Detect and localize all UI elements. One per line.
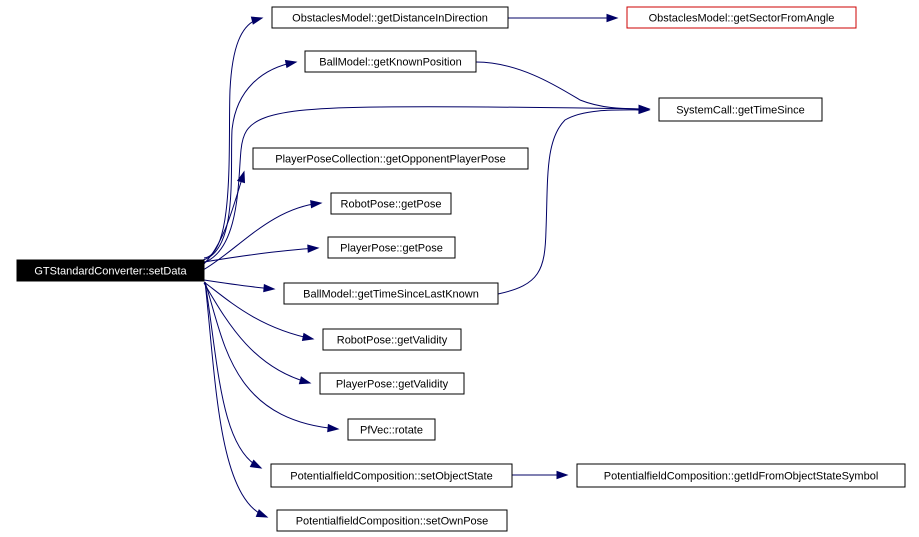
edge-line [203, 247, 319, 263]
node-label: PlayerPose::getPose [340, 243, 443, 255]
edge-line [203, 279, 275, 290]
node-box[interactable] [322, 328, 462, 351]
edge-pfc_objstate-to-pfc_symbol [511, 470, 569, 480]
edge-arrowhead [263, 283, 276, 293]
edge-arrowhead [301, 332, 315, 341]
node-box[interactable] [16, 259, 205, 282]
edge-arrowhead [236, 170, 246, 184]
node-player-valid[interactable]: PlayerPose::getValidity [319, 372, 465, 395]
node-ball-last[interactable]: BallModel::getTimeSinceLastKnown [283, 282, 499, 305]
node-label: PlayerPose::getValidity [336, 379, 449, 391]
node-box[interactable] [626, 6, 857, 29]
node-box[interactable] [283, 282, 499, 305]
node-pfc-objstate[interactable]: PotentialfieldComposition::setObjectStat… [270, 463, 513, 488]
edge-root-to-ball_last [203, 279, 276, 293]
node-pfvec-rotate[interactable]: PfVec::rotate [347, 418, 436, 441]
edge-root-to-pfc_objstate [204, 281, 263, 469]
edge-line [203, 281, 314, 340]
node-box[interactable] [276, 509, 508, 532]
node-label: SystemCall::getTimeSince [676, 105, 805, 117]
node-root[interactable]: GTStandardConverter::setData [16, 259, 205, 282]
edge-ball_last-to-sys_time [497, 105, 651, 295]
edge-arrowhead [250, 16, 264, 25]
node-robot-valid[interactable]: RobotPose::getValidity [322, 328, 462, 351]
nodes-layer: GTStandardConverter::setData ObstaclesMod… [16, 6, 906, 532]
edge-arrowhead [284, 59, 298, 69]
node-label: GTStandardConverter::setData [34, 266, 187, 278]
node-obs-dist[interactable]: ObstaclesModel::getDistanceInDirection [271, 6, 509, 29]
edge-arrowhead [310, 200, 323, 209]
node-ball-known[interactable]: BallModel::getKnownPosition [304, 50, 477, 73]
node-obs-sector[interactable]: ObstaclesModel::getSectorFromAngle [626, 6, 857, 29]
edge-root-to-player_pose [203, 244, 320, 263]
node-label: PfVec::rotate [360, 425, 423, 437]
edge-root-to-ppc_opp [202, 170, 246, 266]
node-pfc-symbol[interactable]: PotentialfieldComposition::getIdFromObje… [576, 463, 906, 488]
edge-arrowhead [298, 376, 312, 385]
node-ppc-opp[interactable]: PlayerPoseCollection::getOpponentPlayerP… [252, 147, 529, 170]
node-label: PotentialfieldComposition::setOwnPose [296, 516, 489, 528]
edge-root-to-player_valid [203, 282, 312, 385]
node-label: PlayerPoseCollection::getOpponentPlayerP… [275, 154, 506, 166]
node-box[interactable] [658, 97, 823, 122]
edge-root-to-obs_dist [203, 16, 264, 259]
edge-root-to-pfvec_rotate [204, 281, 340, 433]
edge-root-to-ball_known [202, 59, 298, 261]
edge-root-to-robot_pose [202, 200, 323, 271]
node-player-pose[interactable]: PlayerPose::getPose [327, 236, 456, 259]
node-label: ObstaclesModel::getDistanceInDirection [292, 13, 488, 25]
edge-line [202, 171, 245, 266]
node-label: BallModel::getTimeSinceLastKnown [303, 289, 479, 301]
node-box[interactable] [304, 50, 477, 73]
edge-arrowhead [327, 423, 340, 433]
node-box[interactable] [252, 147, 529, 170]
node-box[interactable] [330, 192, 452, 215]
node-label: PotentialfieldComposition::getIdFromObje… [604, 471, 879, 483]
node-box[interactable] [347, 418, 436, 441]
edges-layer [202, 13, 651, 518]
node-box[interactable] [576, 463, 906, 488]
edge-root-to-pfc_ownpose [204, 281, 269, 518]
node-label: RobotPose::getValidity [337, 335, 448, 347]
edge-line [203, 17, 263, 259]
edge-line [202, 61, 297, 261]
node-label: ObstaclesModel::getSectorFromAngle [649, 13, 835, 25]
edge-line [202, 106, 650, 264]
node-box[interactable] [319, 372, 465, 395]
edge-arrowhead [307, 244, 320, 253]
edge-arrowhead [249, 459, 263, 469]
edge-line [202, 202, 322, 271]
node-box[interactable] [327, 236, 456, 259]
edge-arrowhead [556, 470, 569, 480]
edge-arrowhead [638, 105, 651, 115]
edge-root-to-robot_valid [203, 281, 315, 341]
edge-line [497, 109, 650, 295]
edge-obs_dist-to-obs_sector [508, 13, 619, 23]
node-label: BallModel::getKnownPosition [319, 57, 461, 69]
edge-arrowhead [255, 509, 269, 518]
node-robot-pose[interactable]: RobotPose::getPose [330, 192, 452, 215]
node-box[interactable] [271, 6, 509, 29]
edge-line [204, 281, 339, 430]
edge-line [204, 281, 262, 469]
node-label: PotentialfieldComposition::setObjectStat… [290, 471, 492, 483]
node-sys-time[interactable]: SystemCall::getTimeSince [658, 97, 823, 122]
edge-ball_known-to-sys_time [475, 61, 651, 114]
node-box[interactable] [270, 463, 513, 488]
edge-arrowhead [606, 13, 619, 23]
edge-line [475, 61, 650, 110]
edge-line [203, 282, 311, 384]
node-label: RobotPose::getPose [341, 199, 442, 211]
node-pfc-ownpose[interactable]: PotentialfieldComposition::setOwnPose [276, 509, 508, 532]
edge-line [204, 281, 268, 518]
